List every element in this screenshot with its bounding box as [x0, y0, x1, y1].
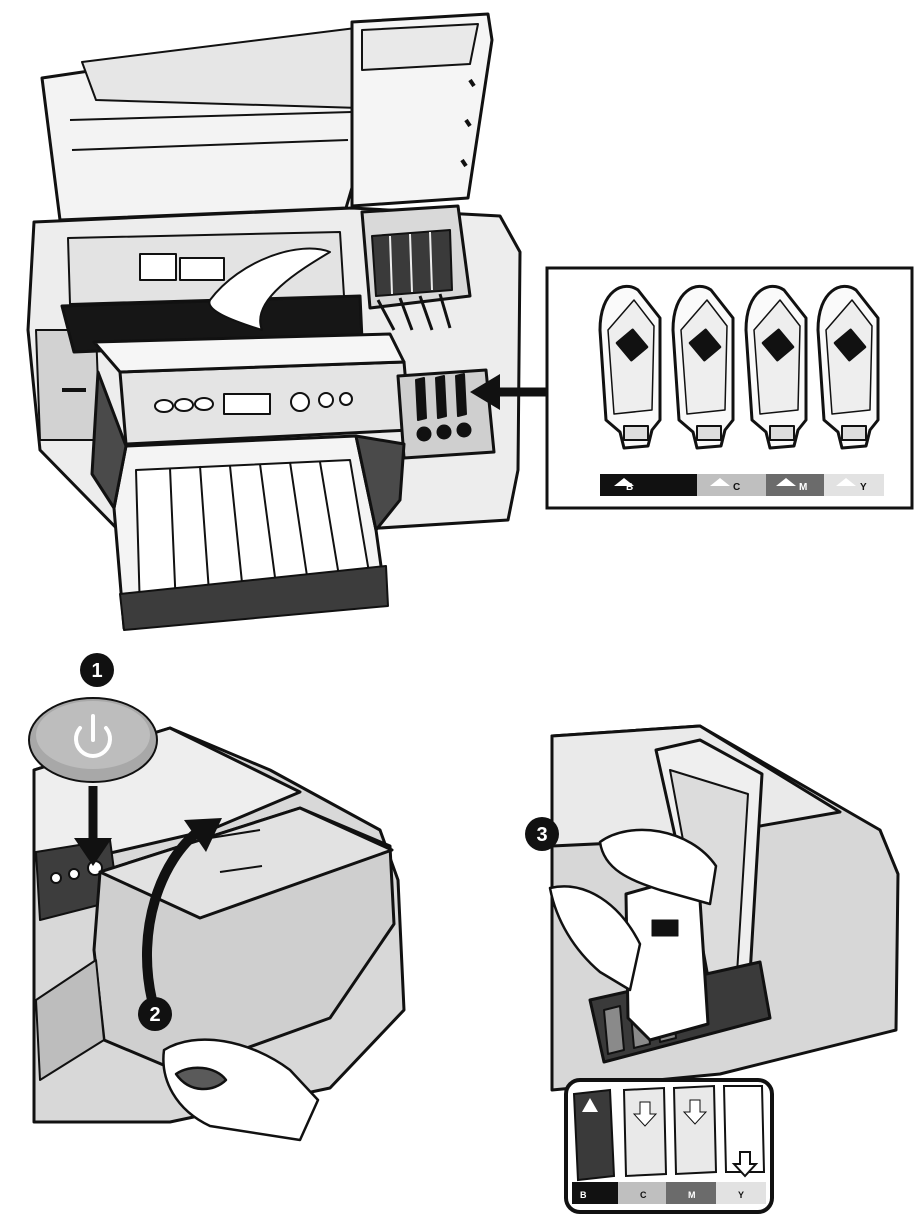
arrow-down-icon [74, 786, 112, 866]
cartridge-b [598, 284, 662, 450]
slot-c-top [697, 474, 766, 496]
step-3-number: 3 [536, 824, 547, 846]
slot-label-m-top: M [799, 482, 807, 493]
held-cartridge [624, 878, 710, 1042]
slot-m-bottom [666, 1182, 716, 1204]
cartridge-label [688, 328, 722, 362]
slot-labels-top: B C M Y [600, 474, 884, 496]
step-1-badge: 1 [80, 653, 114, 687]
cartridge-nozzle [769, 425, 795, 441]
slot-label-y-top: Y [860, 482, 867, 493]
cartridge-inset: B C M Y [545, 266, 914, 510]
printer-top-illustration [26, 12, 522, 631]
slot-label-c-top: C [733, 482, 740, 493]
cartridge-label [833, 328, 867, 362]
cartridge-label [615, 328, 649, 362]
slot-label-b-bottom: B [580, 1190, 587, 1200]
step-3-badge: 3 [525, 817, 559, 851]
cartridge-nozzle [623, 425, 649, 441]
slot-label-y-bottom: Y [738, 1190, 744, 1200]
arrow-right-icon [470, 374, 548, 410]
cartridge-m [744, 284, 808, 450]
cartridge-nozzle [696, 425, 722, 441]
slot-c-bottom [618, 1182, 666, 1204]
slot-label-b-top: B [626, 482, 633, 493]
cartridge-label [761, 328, 795, 362]
cartridge-c [671, 284, 735, 450]
hand-icon [162, 1038, 320, 1142]
cartridge-slot-inset: B C M Y [564, 1078, 774, 1214]
step-1-number: 1 [91, 660, 102, 682]
power-icon [74, 714, 112, 758]
slot-label-m-bottom: M [688, 1190, 696, 1200]
hand-upper [598, 828, 718, 906]
cartridge-y [816, 284, 880, 450]
hand-lower [548, 885, 642, 992]
slot-b-bottom [572, 1182, 618, 1204]
curved-arrow-icon [141, 818, 222, 1002]
step-2-badge: 2 [138, 997, 172, 1031]
step-2-number: 2 [149, 1004, 160, 1026]
power-button-enlarged [28, 697, 158, 783]
slot-m-top [766, 474, 824, 496]
slot-label-c-bottom: C [640, 1190, 647, 1200]
cartridge-nozzle [841, 425, 867, 441]
slot-y-bottom [716, 1182, 766, 1204]
slot-b-top [600, 474, 697, 496]
printer-open-bay-closeup [548, 724, 900, 1092]
